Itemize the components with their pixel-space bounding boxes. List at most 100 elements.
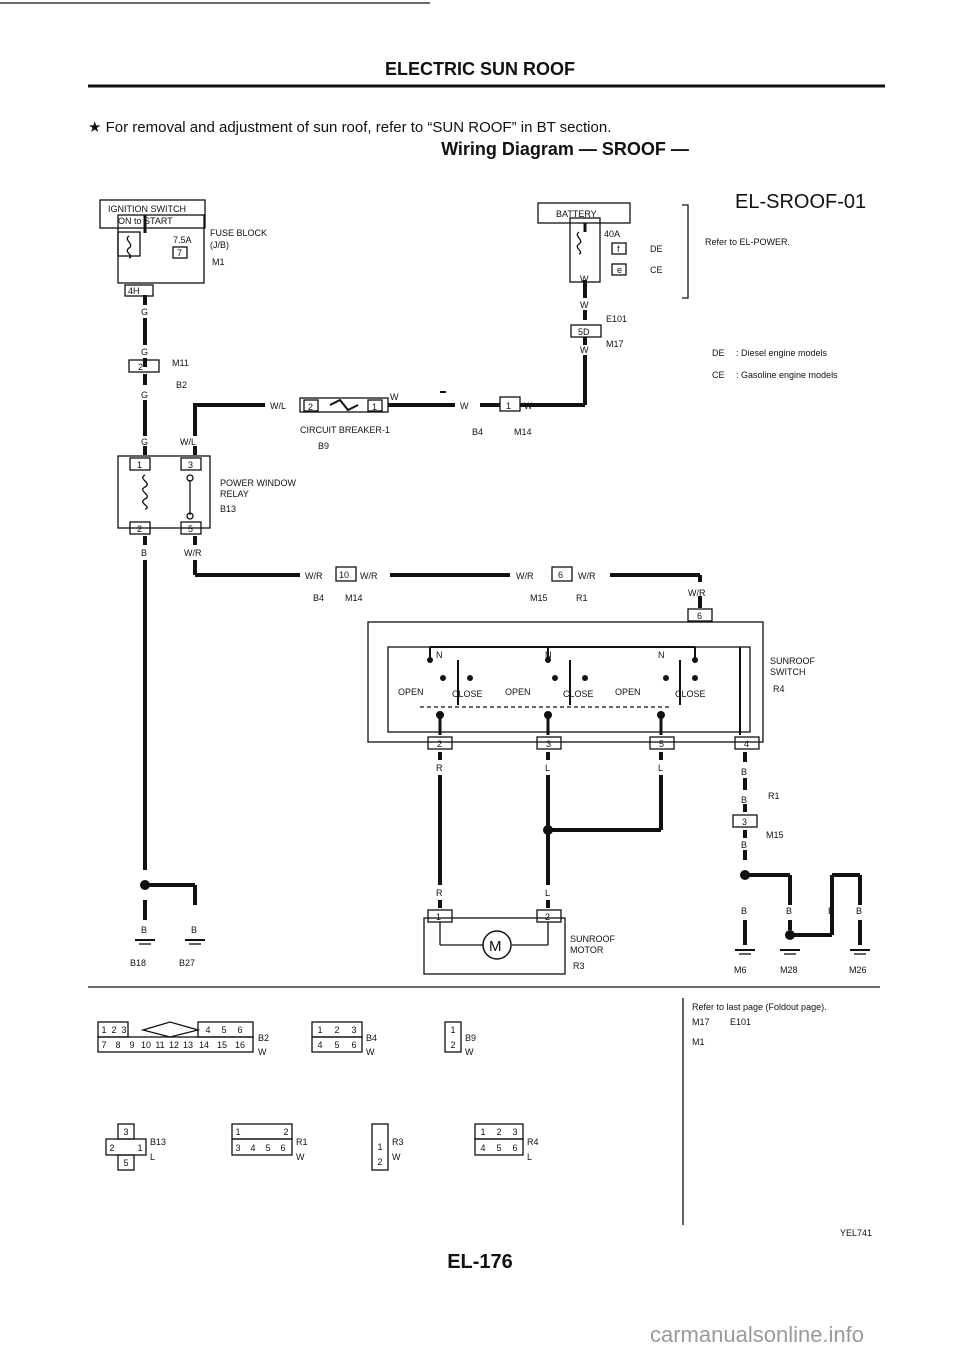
connector-m15: M15 — [766, 830, 784, 840]
fuse-block-jb: (J/B) — [210, 240, 229, 250]
connector-pin: 3 — [351, 1025, 356, 1035]
terminal-label: 3 — [546, 739, 551, 749]
connector-pin: 5 — [334, 1040, 339, 1050]
terminal-label: 2 — [545, 912, 550, 922]
connector-m26: M26 — [849, 965, 867, 975]
switch-n: N — [436, 650, 443, 660]
connector-pin: 1 — [450, 1025, 455, 1035]
connector-pin: 2 — [283, 1127, 288, 1137]
switch-close: CLOSE — [675, 689, 706, 699]
refer-e101: E101 — [730, 1017, 751, 1027]
connector-pin: 4 — [317, 1040, 322, 1050]
terminal-label: 1 — [436, 912, 441, 922]
wire-color-label: B — [741, 767, 747, 777]
switch-n: N — [545, 650, 552, 660]
fuse-terminal: 4H — [128, 286, 140, 296]
page-number: EL-176 — [447, 1251, 513, 1273]
connector-m15: M15 — [530, 593, 548, 603]
connector-pin: 7 — [101, 1040, 106, 1050]
cv-b4-code: B4 — [366, 1033, 377, 1043]
relay-label: POWER WINDOW — [220, 478, 296, 488]
connector-pin: 2 — [109, 1143, 114, 1153]
wire-color-label: W — [580, 345, 589, 355]
fusible-link-e: e — [617, 265, 622, 275]
connector-pin: 1 — [317, 1025, 322, 1035]
cv-b13-color: L — [150, 1152, 155, 1162]
wire-color-label: R — [436, 763, 443, 773]
wire-color-label: W/R — [305, 571, 323, 581]
wire-color-label: G — [141, 390, 148, 400]
terminal-label: 1 — [372, 402, 377, 412]
motor-label: SUNROOF — [570, 934, 616, 944]
wire-color-label: W — [390, 392, 399, 402]
connector-m14: M14 — [514, 427, 532, 437]
wire-color-label: W — [580, 300, 589, 310]
wire-color-label: B — [741, 840, 747, 850]
connector-pin: 3 — [121, 1025, 126, 1035]
connector-pin: 2 — [450, 1040, 455, 1050]
ignition-label: IGNITION SWITCH — [108, 204, 186, 214]
connector-pin: 2 — [334, 1025, 339, 1035]
relay-connector: B13 — [220, 504, 236, 514]
connector-pin: 1 — [480, 1127, 485, 1137]
refer-m17: M17 — [692, 1017, 710, 1027]
wire-color-label: B — [141, 925, 147, 935]
wire-color-label: L — [545, 763, 550, 773]
cv-b13-code: B13 — [150, 1137, 166, 1147]
connector-pin: 8 — [115, 1040, 120, 1050]
connector-pin: 10 — [141, 1040, 151, 1050]
wire-color-label: W — [460, 401, 469, 411]
battery-fuse-rating: 40A — [604, 229, 620, 239]
connector-pin: 16 — [235, 1040, 245, 1050]
cv-r1-code: R1 — [296, 1137, 308, 1147]
cv-b9-color: W — [465, 1047, 474, 1057]
connector-pin: 1 — [377, 1142, 382, 1152]
terminal-label: 5D — [578, 327, 590, 337]
connector-pin: 6 — [280, 1143, 285, 1153]
terminal-label: 3 — [742, 817, 747, 827]
de-code: DE — [650, 244, 663, 254]
cv-b9-code: B9 — [465, 1033, 476, 1043]
wire-color-label: W/L — [270, 401, 286, 411]
switch-connector: R4 — [773, 684, 785, 694]
fuse-rating: 7.5A — [173, 235, 192, 245]
connector-pin: 6 — [237, 1025, 242, 1035]
connector-b2: B2 — [176, 380, 187, 390]
fuse-block-label: FUSE BLOCK — [210, 228, 267, 238]
connector-pin: 12 — [169, 1040, 179, 1050]
terminal-label: 2 — [137, 524, 142, 534]
terminal-label: 2 — [437, 739, 442, 749]
connector-pin: 13 — [183, 1040, 193, 1050]
switch-label: SUNROOF — [770, 656, 816, 666]
motor-connector: R3 — [573, 961, 585, 971]
connector-pin: 6 — [351, 1040, 356, 1050]
terminal-label: 4 — [744, 739, 749, 749]
terminal-label: 1 — [506, 401, 511, 411]
connector-pin: 5 — [123, 1158, 128, 1168]
wire-color-label: W/R — [516, 571, 534, 581]
wire-color-label: B — [741, 795, 747, 805]
diagram-code: EL-SROOF-01 — [735, 191, 866, 213]
figure-ref: YEL741 — [840, 1228, 872, 1238]
connector-pin: 14 — [199, 1040, 209, 1050]
switch-close: CLOSE — [563, 689, 594, 699]
connector-pin: 15 — [217, 1040, 227, 1050]
connector-pin: 2 — [377, 1157, 382, 1167]
switch-label-2: SWITCH — [770, 667, 806, 677]
legend-de-code: DE — [712, 348, 725, 358]
switch-open: OPEN — [615, 687, 641, 697]
switch-close: CLOSE — [452, 689, 483, 699]
wire-color-label: W/R — [184, 548, 202, 558]
connector-b4: B4 — [313, 593, 324, 603]
wire-color-label: W/R — [578, 571, 596, 581]
connector-b18: B18 — [130, 958, 146, 968]
cv-b4-color: W — [366, 1047, 375, 1057]
connector-pin: 3 — [512, 1127, 517, 1137]
terminal-label: 6 — [558, 570, 563, 580]
connector-pin: 1 — [101, 1025, 106, 1035]
watermark: carmanualsonline.info — [650, 1322, 864, 1347]
connector-pin: 5 — [265, 1143, 270, 1153]
fuse-number: 7 — [177, 248, 182, 258]
terminal-label: 2 — [138, 362, 143, 372]
